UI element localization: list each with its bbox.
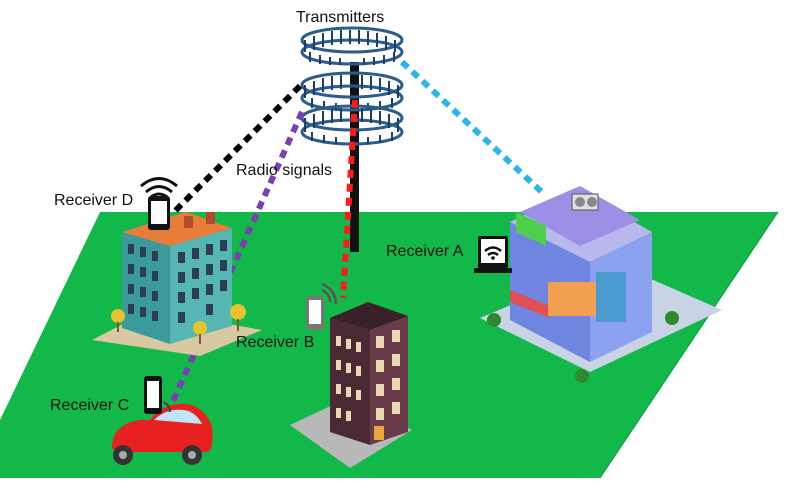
signal-line-to-a bbox=[399, 59, 548, 198]
receiver-a-label: Receiver A bbox=[386, 243, 464, 260]
antenna-tower-icon bbox=[300, 26, 404, 252]
shop-building-icon bbox=[480, 186, 722, 383]
receiver-b-label: Receiver B bbox=[236, 334, 314, 351]
radio-signals-label: Radio signals bbox=[236, 162, 332, 179]
signal-line-to-b bbox=[340, 99, 358, 299]
apartment-building-icon bbox=[92, 212, 262, 356]
signal-line-to-c bbox=[167, 110, 305, 410]
smartphone-wifi-icon bbox=[306, 282, 338, 330]
signal-line-to-d bbox=[169, 83, 303, 217]
receiver-d-label: Receiver D bbox=[54, 192, 133, 209]
laptop-wifi-icon bbox=[474, 236, 512, 273]
smartphone-wifi-icon bbox=[140, 177, 178, 230]
office-building-icon bbox=[290, 302, 412, 468]
receiver-c-label: Receiver C bbox=[50, 397, 129, 414]
transmitters-label: Transmitters bbox=[296, 9, 384, 26]
car-icon bbox=[112, 403, 213, 465]
smartphone-wifi-icon bbox=[144, 376, 171, 414]
